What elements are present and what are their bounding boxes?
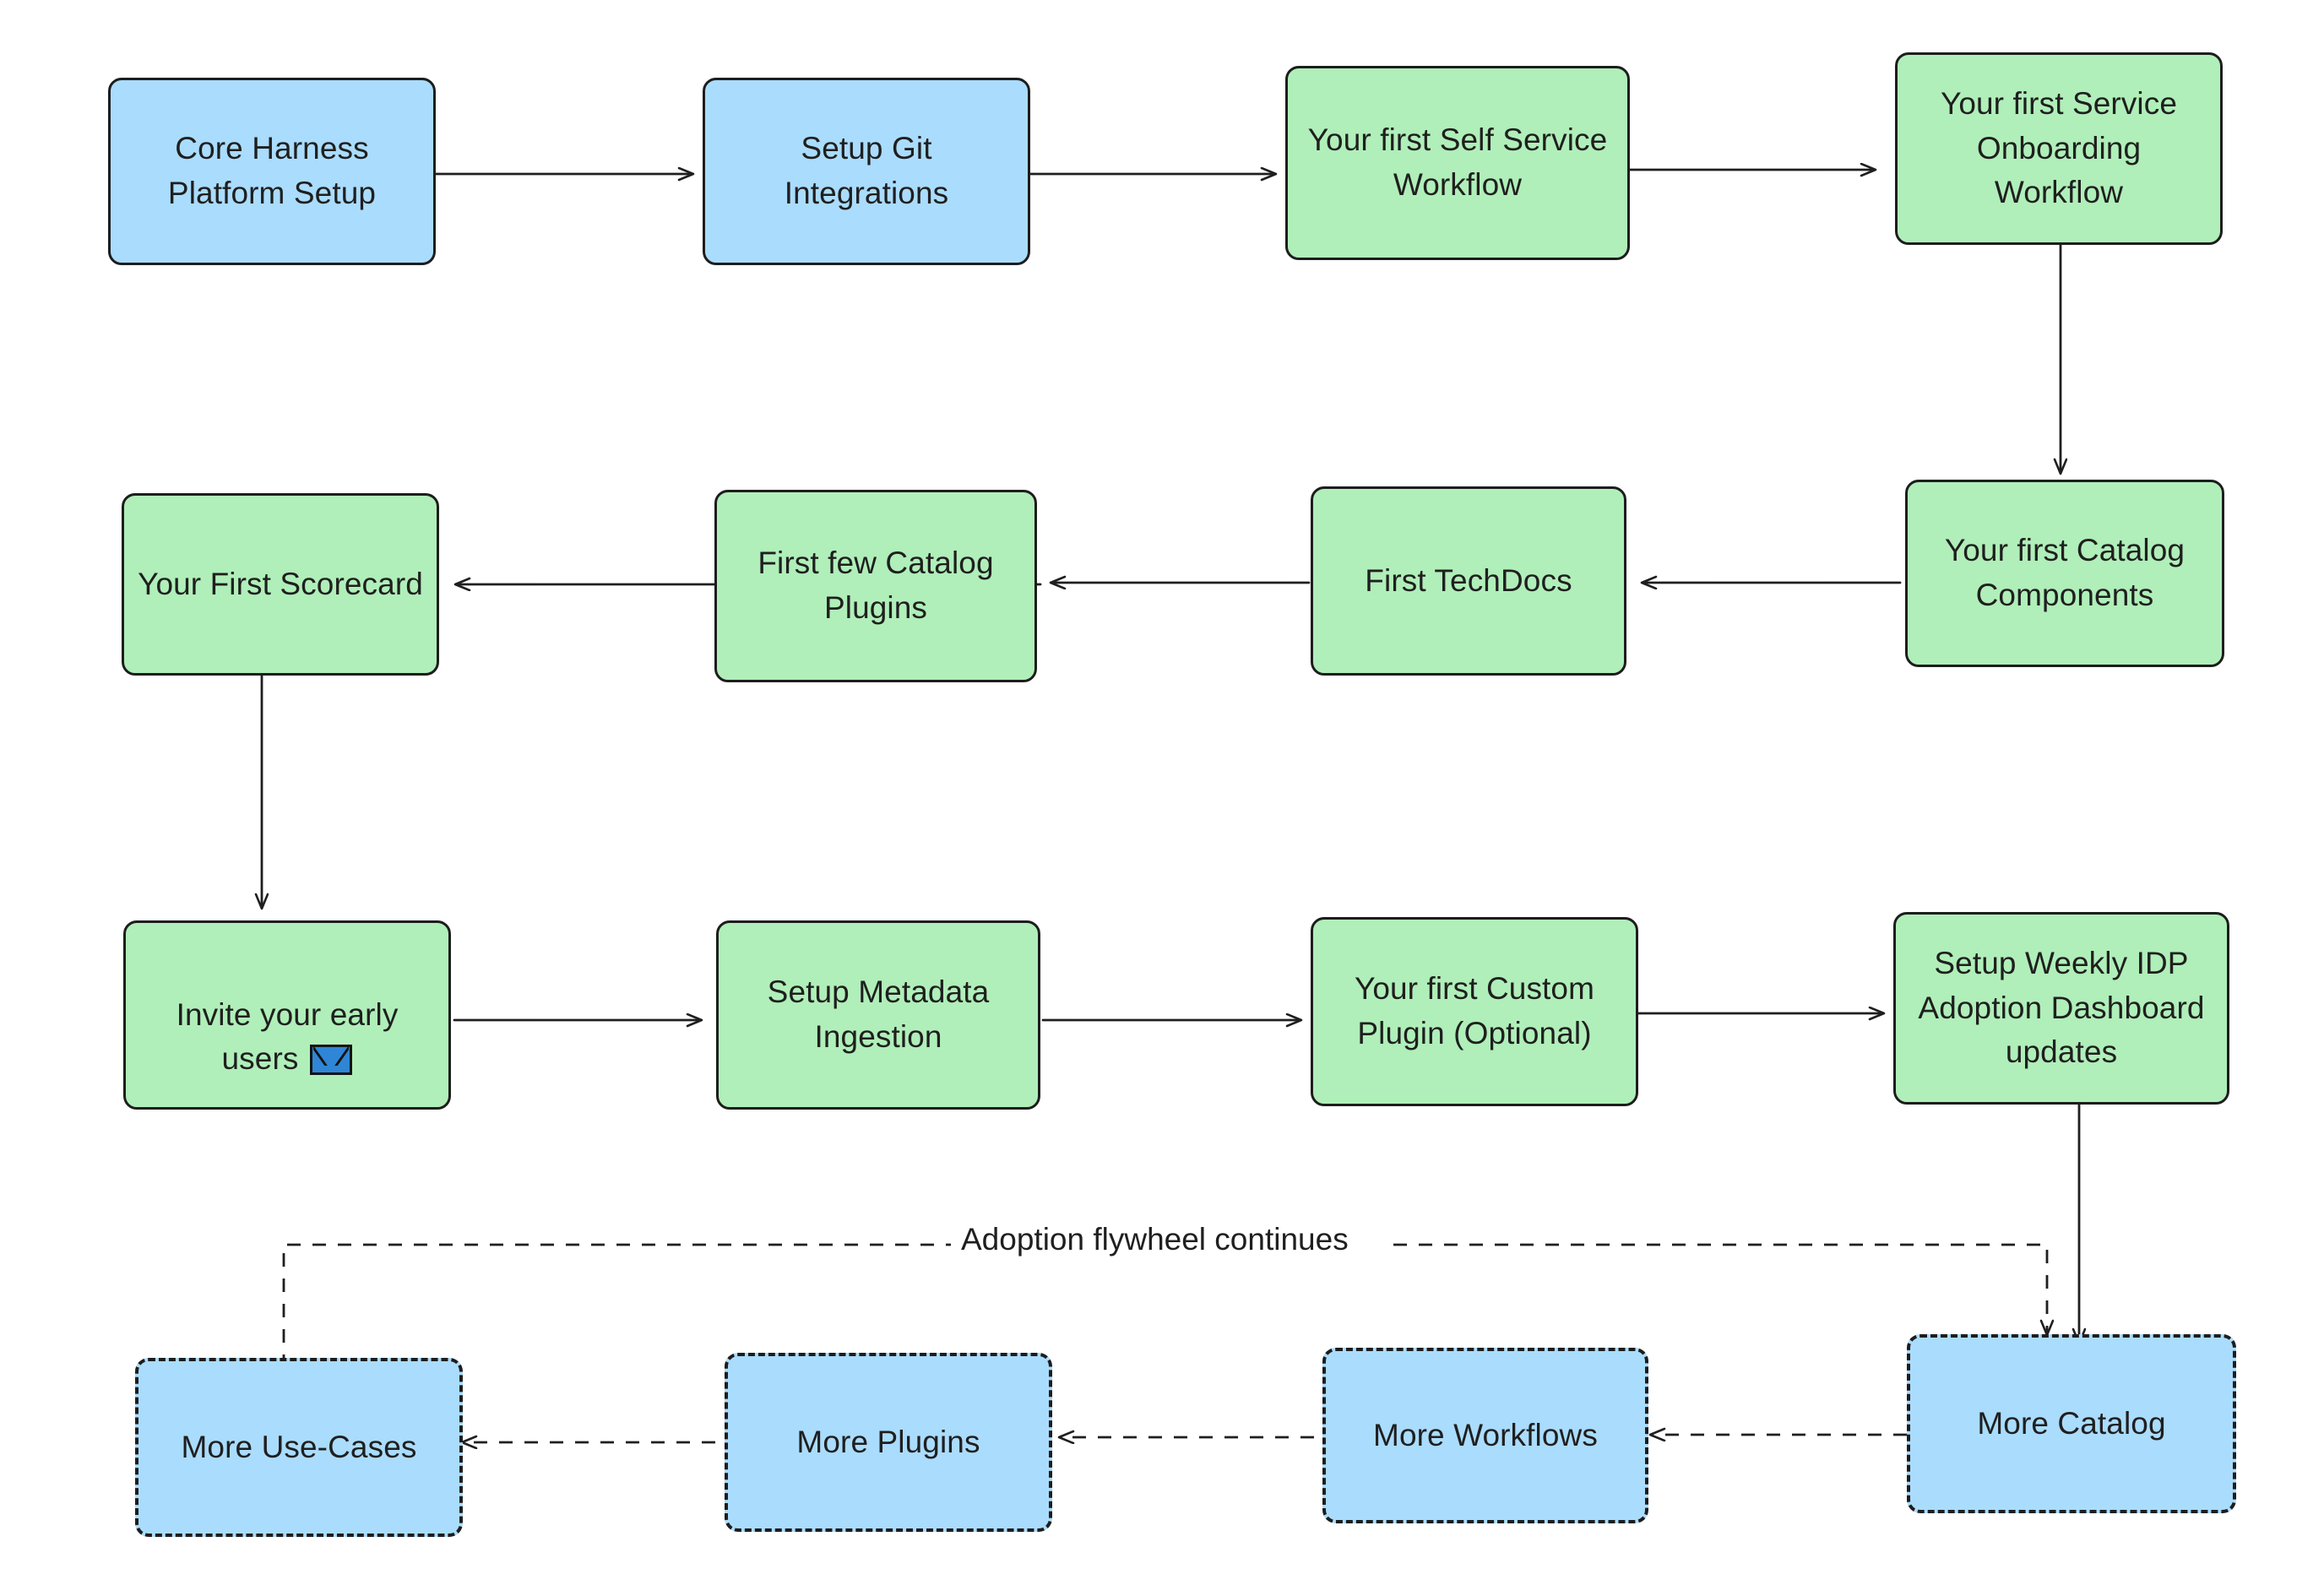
node-more-plugins[interactable]: More Plugins [725, 1353, 1052, 1532]
node-your-first-scorecard[interactable]: Your First Scorecard [122, 493, 439, 676]
edge-label-adoption-flywheel-continues: Adoption flywheel continues [951, 1222, 1359, 1257]
edge-flywheel-left-riser [282, 1243, 954, 1368]
node-label: More Use-Cases [181, 1429, 417, 1464]
envelope-icon [310, 1045, 353, 1076]
node-label: Setup Weekly IDP Adoption Dashboard upda… [1918, 946, 2205, 1070]
node-setup-git-integrations[interactable]: Setup Git Integrations [703, 78, 1030, 265]
node-label: Setup Git Integrations [784, 131, 949, 210]
node-first-few-catalog-plugins[interactable]: First few Catalog Plugins [714, 490, 1037, 682]
node-label: Setup Metadata Ingestion [767, 974, 990, 1054]
node-invite-your-early-users[interactable]: Invite your early users [123, 920, 451, 1110]
node-label: Your first Custom Plugin (Optional) [1354, 971, 1595, 1050]
node-more-use-cases[interactable]: More Use-Cases [135, 1358, 463, 1537]
node-label: Your First Scorecard [138, 566, 423, 601]
node-label: Core Harness Platform Setup [167, 131, 377, 210]
node-your-first-service-onboarding-workflow[interactable]: Your first Service Onboarding Workflow [1895, 52, 2223, 245]
node-label: Your first Service Onboarding Workflow [1940, 86, 2178, 210]
node-label: First few Catalog Plugins [757, 546, 994, 625]
node-more-workflows[interactable]: More Workflows [1322, 1348, 1648, 1523]
node-label: More Plugins [796, 1424, 980, 1459]
node-label: More Catalog [1977, 1405, 2166, 1441]
node-core-harness-platform-setup[interactable]: Core Harness Platform Setup [108, 78, 436, 265]
node-your-first-custom-plugin[interactable]: Your first Custom Plugin (Optional) [1311, 917, 1638, 1106]
node-your-first-self-service-workflow[interactable]: Your first Self Service Workflow [1285, 66, 1630, 260]
node-label: Invite your early users [138, 948, 437, 1082]
edge-flywheel-right-descender [1393, 1243, 2047, 1334]
node-label: More Workflows [1373, 1417, 1598, 1452]
node-label: Your first Self Service Workflow [1307, 122, 1608, 202]
node-your-first-catalog-components[interactable]: Your first Catalog Components [1905, 480, 2224, 667]
node-first-techdocs[interactable]: First TechDocs [1311, 486, 1626, 676]
node-more-catalog[interactable]: More Catalog [1907, 1334, 2236, 1513]
node-setup-weekly-idp-adoption-dashboard-updates[interactable]: Setup Weekly IDP Adoption Dashboard upda… [1893, 912, 2229, 1105]
node-label: Your first Catalog Components [1944, 533, 2186, 612]
node-setup-metadata-ingestion[interactable]: Setup Metadata Ingestion [716, 920, 1040, 1110]
node-label-text: Invite your early users [176, 996, 399, 1077]
node-label: First TechDocs [1365, 562, 1572, 598]
